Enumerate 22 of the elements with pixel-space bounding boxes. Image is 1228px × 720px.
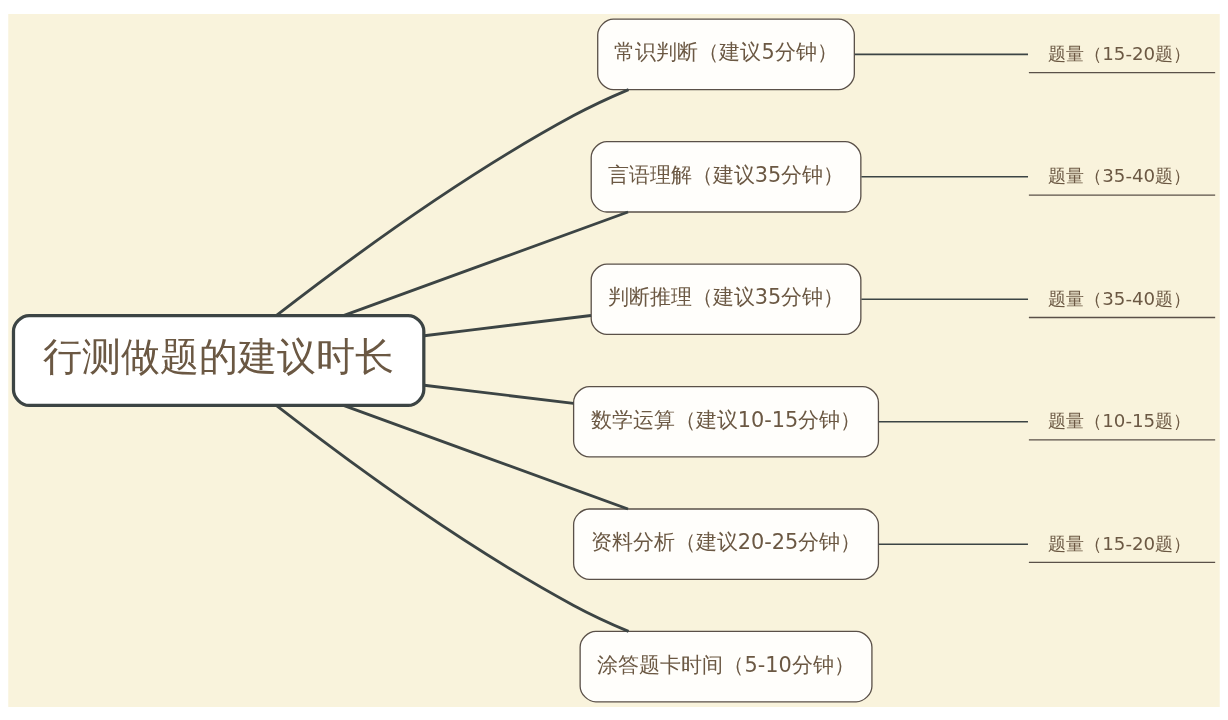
node-text: 题量（35-40题） bbox=[1048, 287, 1192, 309]
node-text: 题量（10-15题） bbox=[1048, 409, 1192, 431]
node-box: 言语理解（建议35分钟） bbox=[590, 140, 862, 213]
node-box: 资料分析（建议20-25分钟） bbox=[572, 507, 880, 580]
node-text: 题量（15-20题） bbox=[1048, 42, 1192, 64]
connector bbox=[275, 87, 630, 316]
connector bbox=[860, 298, 1029, 300]
node-box: 判断推理（建议35分钟） bbox=[590, 262, 862, 335]
connector bbox=[854, 53, 1029, 55]
node-text: 题量（15-20题） bbox=[1048, 532, 1192, 554]
connector bbox=[877, 542, 1029, 545]
connector bbox=[860, 175, 1029, 178]
connector bbox=[343, 210, 629, 317]
connector bbox=[275, 404, 630, 633]
connector bbox=[877, 420, 1029, 422]
node-box: 行测做题的建议时长 bbox=[11, 313, 426, 407]
node-text: 题量（35-40题） bbox=[1048, 164, 1192, 186]
node-box: 涂答题卡时间（5-10分钟） bbox=[579, 630, 873, 702]
node-box: 数学运算（建议10-15分钟） bbox=[572, 385, 880, 458]
node-box: 常识判断（建议5分钟） bbox=[597, 18, 855, 90]
connector bbox=[424, 383, 574, 405]
connector bbox=[424, 313, 592, 337]
